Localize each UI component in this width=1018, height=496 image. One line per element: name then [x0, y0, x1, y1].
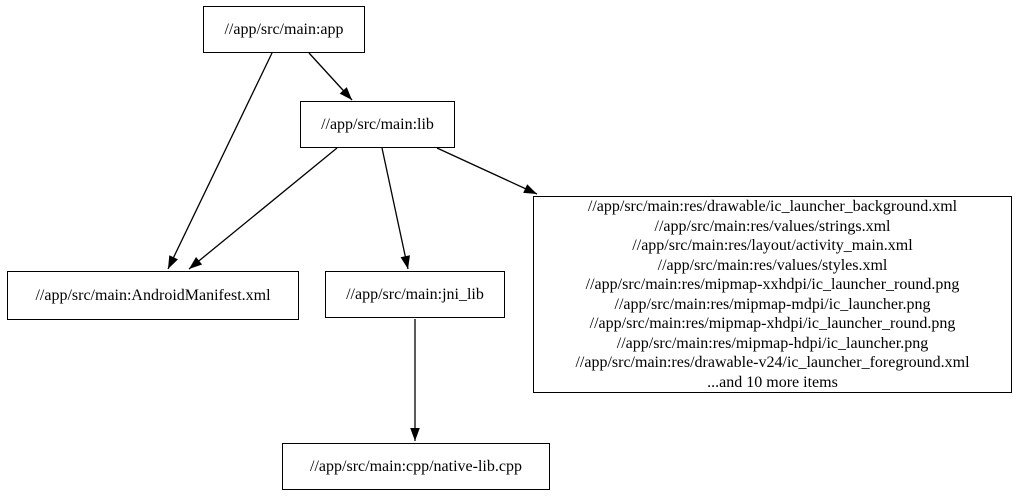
res-group-line: //app/src/main:res/drawable-v24/ic_launc… — [575, 354, 970, 371]
res-group-line: //app/src/main:res/mipmap-xhdpi/ic_launc… — [589, 315, 956, 332]
node-lib-label: //app/src/main:lib — [321, 116, 434, 133]
node-lib: //app/src/main:lib — [300, 101, 455, 148]
node-jni-lib-label: //app/src/main:jni_lib — [346, 286, 484, 303]
node-native-lib: //app/src/main:cpp/native-lib.cpp — [282, 443, 550, 490]
res-group-line: //app/src/main:res/mipmap-xxhdpi/ic_laun… — [585, 276, 960, 293]
res-group-line: //app/src/main:res/drawable/ic_launcher_… — [587, 198, 958, 215]
node-app: //app/src/main:app — [203, 6, 365, 53]
edge-arrowhead — [400, 255, 410, 269]
edge-arrowhead — [410, 428, 420, 441]
res-group-line: //app/src/main:res/values/styles.xml — [657, 256, 888, 274]
edge-app-to-manifest — [167, 52, 273, 270]
node-native-lib-label: //app/src/main:cpp/native-lib.cpp — [310, 458, 522, 475]
edge-lib-to-jni-lib — [381, 147, 409, 270]
node-jni-lib: //app/src/main:jni_lib — [325, 271, 505, 318]
node-android-manifest: //app/src/main:AndroidManifest.xml — [7, 271, 299, 320]
edge-arrowhead — [168, 255, 178, 269]
node-res-group: //app/src/main:res/drawable/ic_launcher_… — [533, 196, 1012, 393]
edge-arrowhead — [339, 87, 352, 100]
res-group-line: //app/src/main:res/values/strings.xml — [654, 217, 891, 235]
node-android-manifest-label: //app/src/main:AndroidManifest.xml — [35, 287, 271, 304]
res-group-line: //app/src/main:res/mipmap-hdpi/ic_launch… — [616, 334, 929, 352]
res-group-line: //app/src/main:res/mipmap-mdpi/ic_launch… — [614, 295, 931, 313]
edge-arrowhead — [189, 257, 203, 269]
node-app-label: //app/src/main:app — [224, 21, 344, 38]
res-group-line: //app/src/main:res/layout/activity_main.… — [632, 237, 913, 254]
edge-arrowhead — [523, 184, 537, 194]
edge-lib-to-res-group — [436, 147, 538, 195]
edge-lib-to-manifest — [188, 147, 338, 270]
res-group-more-items: ...and 10 more items — [707, 373, 838, 391]
